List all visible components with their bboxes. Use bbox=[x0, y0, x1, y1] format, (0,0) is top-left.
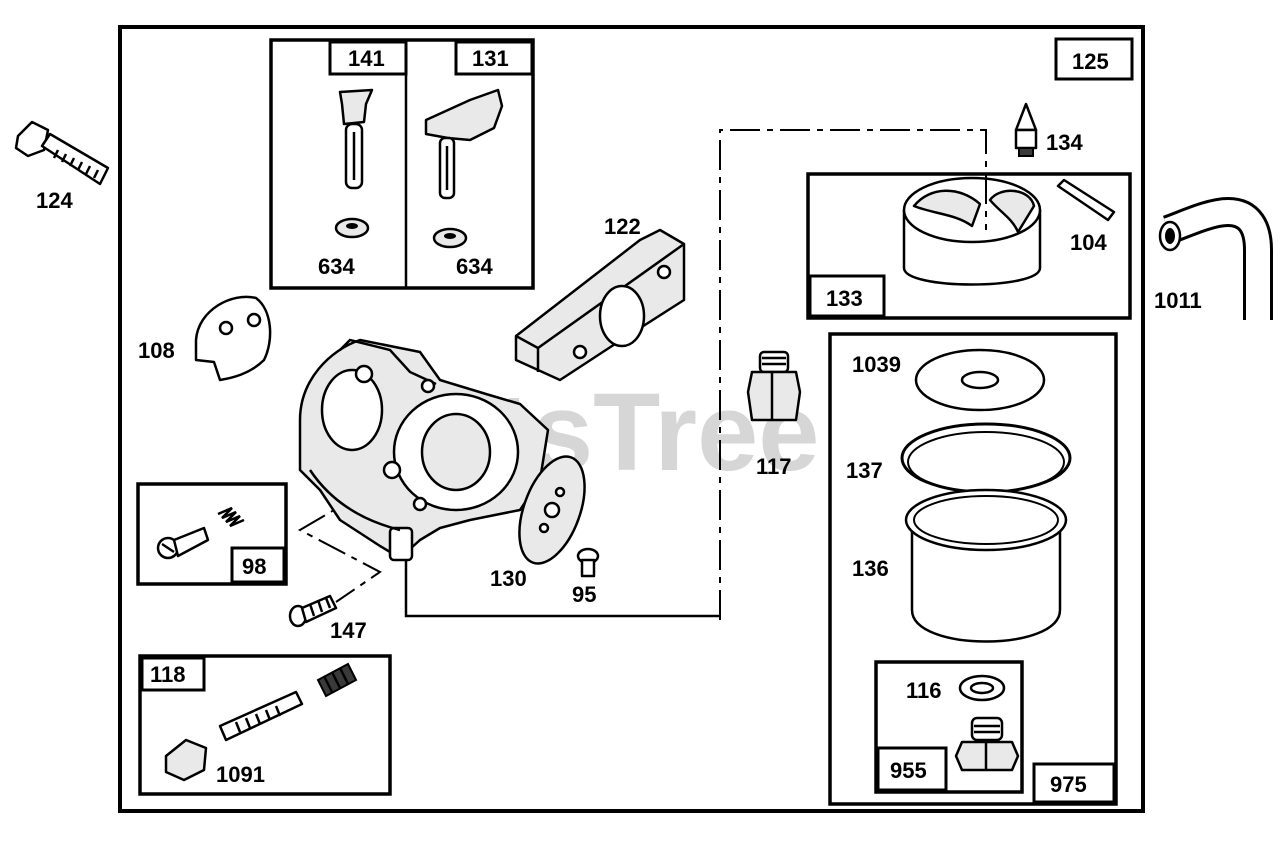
carburetor-body[interactable] bbox=[298, 338, 550, 562]
subassembly-98 bbox=[136, 482, 288, 586]
callout-1011[interactable]: 1011 bbox=[1154, 288, 1202, 313]
hinge-pin-104[interactable] bbox=[1056, 178, 1116, 222]
bolt-124[interactable] bbox=[14, 120, 110, 186]
tag-box-975 bbox=[1032, 762, 1116, 804]
callout-1039[interactable]: 1039 bbox=[852, 352, 901, 377]
spring-98[interactable] bbox=[217, 506, 245, 528]
subassembly-133 bbox=[806, 172, 1132, 320]
spacer-122[interactable] bbox=[514, 228, 686, 382]
callout-147[interactable]: 147 bbox=[330, 618, 367, 643]
callout-98[interactable]: 98 bbox=[242, 554, 266, 579]
callout-634-a[interactable]: 634 bbox=[318, 254, 355, 279]
callout-634-b[interactable]: 634 bbox=[456, 254, 493, 279]
callout-104[interactable]: 104 bbox=[1070, 230, 1107, 255]
leader-line-needle bbox=[719, 129, 987, 620]
tag-box-98 bbox=[230, 546, 286, 584]
gasket-108[interactable] bbox=[194, 295, 272, 382]
tag-box-133 bbox=[808, 274, 886, 318]
screw-95[interactable] bbox=[576, 547, 600, 578]
washer-116[interactable] bbox=[958, 674, 1006, 702]
washer-634-a[interactable] bbox=[334, 217, 370, 239]
tag-box-118 bbox=[140, 656, 206, 692]
callout-130[interactable]: 130 bbox=[490, 566, 527, 591]
washer-634-b[interactable] bbox=[432, 227, 468, 249]
float-bowl-136[interactable] bbox=[904, 488, 1068, 643]
fitting-117[interactable] bbox=[746, 350, 802, 422]
callout-137[interactable]: 137 bbox=[846, 458, 883, 483]
subassembly-975 bbox=[828, 332, 1118, 806]
callout-955[interactable]: 955 bbox=[890, 758, 927, 783]
hose-1011[interactable] bbox=[1158, 196, 1273, 320]
callout-133[interactable]: 133 bbox=[826, 286, 863, 311]
tag-box-125 bbox=[1054, 37, 1134, 81]
callout-134[interactable]: 134 bbox=[1046, 130, 1083, 155]
callout-136[interactable]: 136 bbox=[852, 556, 889, 581]
float-133[interactable] bbox=[902, 176, 1042, 286]
tag-box-141 bbox=[328, 40, 408, 76]
tag-box-131 bbox=[454, 40, 534, 76]
choke-shaft-131[interactable] bbox=[424, 88, 504, 200]
callout-1091[interactable]: 1091 bbox=[216, 762, 265, 787]
leader-line-bowl bbox=[404, 560, 720, 618]
callout-95[interactable]: 95 bbox=[572, 582, 596, 607]
needle-134[interactable] bbox=[1014, 102, 1038, 157]
callout-116[interactable]: 116 bbox=[906, 678, 942, 703]
spring-1091[interactable] bbox=[316, 662, 358, 698]
callout-975[interactable]: 975 bbox=[1050, 772, 1087, 797]
plate-130[interactable] bbox=[507, 448, 598, 572]
tag-box-955 bbox=[876, 746, 948, 792]
callout-117[interactable]: 117 bbox=[756, 454, 792, 479]
callout-141[interactable]: 141 bbox=[348, 46, 385, 71]
main-frame bbox=[118, 25, 1145, 813]
throttle-shaft-141[interactable] bbox=[338, 88, 374, 190]
callout-108[interactable]: 108 bbox=[138, 338, 175, 363]
callout-125[interactable]: 125 bbox=[1072, 49, 1109, 74]
callout-124[interactable]: 124 bbox=[36, 188, 73, 213]
screw-147[interactable] bbox=[288, 594, 338, 628]
idle-screw-98[interactable] bbox=[156, 526, 210, 560]
callout-118[interactable]: 118 bbox=[150, 662, 186, 687]
subassembly-118 bbox=[138, 654, 392, 796]
gasket-1039[interactable] bbox=[914, 348, 1046, 412]
subassembly-955 bbox=[874, 660, 1024, 794]
o-ring-137[interactable] bbox=[900, 422, 1072, 494]
bowl-nut-955[interactable] bbox=[954, 716, 1020, 772]
callout-122[interactable]: 122 bbox=[604, 214, 641, 239]
callout-131[interactable]: 131 bbox=[472, 46, 509, 71]
mixture-screw-1091[interactable] bbox=[164, 690, 304, 782]
subassembly-141-131 bbox=[269, 38, 535, 290]
